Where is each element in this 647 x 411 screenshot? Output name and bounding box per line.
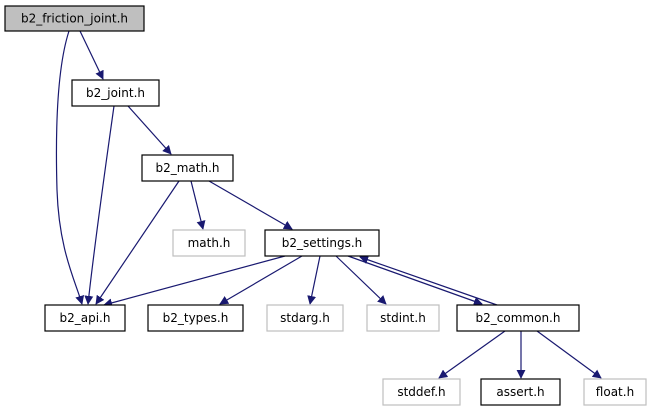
node-box [583,378,647,406]
node-label: b2_common.h [476,311,561,325]
edge-settings-to-common [347,255,483,306]
node-label: b2_friction_joint.h [21,12,128,26]
edge-joint-to-api [84,105,115,305]
node-mathh: math.h [172,229,246,257]
node-box [147,304,244,332]
node-label: stddef.h [397,385,445,399]
node-stddef: stddef.h [382,378,461,406]
node-label: stdint.h [380,311,426,325]
node-label: b2_api.h [60,311,111,325]
edge-math-to-settings [208,180,293,230]
node-types[interactable]: b2_types.h [147,304,244,332]
edge-settings-to-api [103,255,286,308]
node-label: b2_math.h [155,161,219,175]
node-api[interactable]: b2_api.h [44,304,126,332]
node-box [71,79,160,107]
node-box [382,378,461,406]
node-box [264,229,380,257]
edge-settings-to-stdint [335,255,387,305]
node-joint[interactable]: b2_joint.h [71,79,160,107]
node-label: float.h [596,385,634,399]
node-float: float.h [583,378,647,406]
node-box [172,229,246,257]
edge-math-to-api [95,180,180,305]
node-label: b2_joint.h [86,86,145,100]
node-box [44,304,126,332]
node-box [141,154,234,182]
node-common[interactable]: b2_common.h [456,304,580,332]
node-friction[interactable]: b2_friction_joint.h [4,5,145,32]
node-math[interactable]: b2_math.h [141,154,234,182]
node-settings[interactable]: b2_settings.h [264,229,380,257]
edge-common-to-float [536,330,602,379]
node-box [266,304,344,332]
edge-math-to-mathh [190,180,206,230]
node-stdarg: stdarg.h [266,304,344,332]
node-label: b2_settings.h [282,236,363,250]
edge-settings-to-stdarg [307,255,321,305]
edge-joint-to-math [127,105,172,155]
node-box [480,378,561,406]
node-label: stdarg.h [280,311,330,325]
node-label: math.h [188,236,231,250]
node-assert[interactable]: assert.h [480,378,561,406]
node-box [456,304,580,332]
node-box [366,304,440,332]
node-box [4,5,145,32]
node-label: b2_types.h [163,311,229,325]
edge-settings-to-types [219,255,303,305]
node-stdint: stdint.h [366,304,440,332]
edge-common-to-stddef [438,330,506,379]
edge-common-to-settings [359,255,498,306]
edge-friction-to-joint [79,30,104,80]
edge-friction-to-api [55,30,85,305]
node-label: assert.h [496,385,544,399]
